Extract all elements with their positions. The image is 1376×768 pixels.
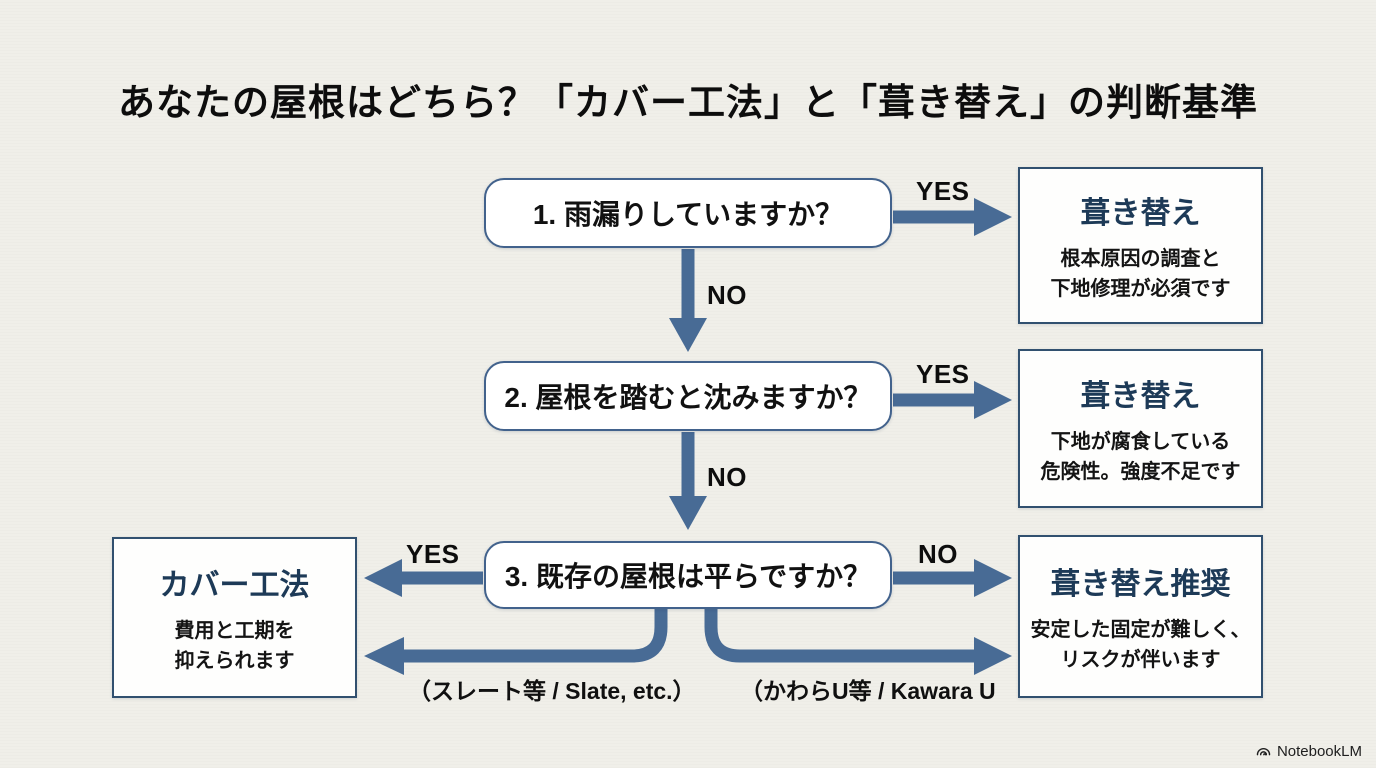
edge-label-q2-no: NO [707, 462, 747, 492]
outcome-description: 安定した固定が難しく、 リスクが伴います [1030, 618, 1251, 671]
arrow-q1-yes [893, 198, 1012, 236]
edge-label-q3-yes: YES [406, 539, 460, 569]
page-title: あなたの屋根はどちら？「カバー工法」と「葺き替え」の判断基準 [118, 82, 1258, 123]
branch-note-slate: （スレート等 / Slate, etc.） [408, 678, 696, 704]
footer-watermark: NotebookLM [1255, 743, 1362, 760]
outcome-title: 葺き替え [1080, 379, 1201, 413]
question-label: 3. 既存の屋根は平らですか？ [504, 561, 872, 592]
outcome-description: 下地が腐食している 危険性。強度不足です [1040, 430, 1241, 483]
question-node-leak: 1. 雨漏りしていますか？ [484, 178, 892, 248]
outcome-node-cover-method: カバー工法 費用と工期を 抑えられます [112, 537, 357, 698]
footer-brand-label: NotebookLM [1276, 743, 1362, 760]
outcome-description: 費用と工期を 抑えられます [174, 619, 295, 672]
question-node-sink: 2. 屋根を踏むと沈みますか？ [484, 361, 892, 431]
arrow-branch-slate-left [364, 609, 668, 675]
arrow-branch-kawara-right [704, 609, 1012, 675]
edge-label-q1-no: NO [707, 280, 747, 310]
edge-label-q1-yes: YES [916, 176, 970, 206]
outcome-node-reroof-leak: 葺き替え 根本原因の調査と 下地修理が必須です [1018, 167, 1263, 324]
outcome-node-reroof-recommend: 葺き替え推奨 安定した固定が難しく、 リスクが伴います [1018, 535, 1263, 698]
notebooklm-logo-icon [1256, 747, 1271, 756]
question-node-flat: 3. 既存の屋根は平らですか？ [484, 541, 892, 609]
question-label: 1. 雨漏りしていますか？ [532, 199, 844, 230]
branch-note-kawara: （かわらU等 / Kawara U [740, 678, 996, 704]
edge-label-q2-yes: YES [916, 359, 970, 389]
outcome-description: 根本原因の調査と 下地修理が必須です [1050, 247, 1231, 300]
outcome-node-reroof-rot: 葺き替え 下地が腐食している 危険性。強度不足です [1018, 349, 1263, 508]
edge-label-q3-no: NO [918, 539, 958, 569]
arrow-q3-yes-left [364, 559, 483, 597]
question-label: 2. 屋根を踏むと沈みますか？ [504, 382, 872, 413]
outcome-title: カバー工法 [159, 568, 310, 602]
arrow-q2-no-down [669, 432, 707, 530]
outcome-title: 葺き替え推奨 [1050, 567, 1231, 601]
outcome-title: 葺き替え [1080, 196, 1201, 230]
arrow-q1-no-down [669, 249, 707, 352]
arrow-q3-no-right [893, 559, 1012, 597]
arrow-q2-yes [893, 381, 1012, 419]
